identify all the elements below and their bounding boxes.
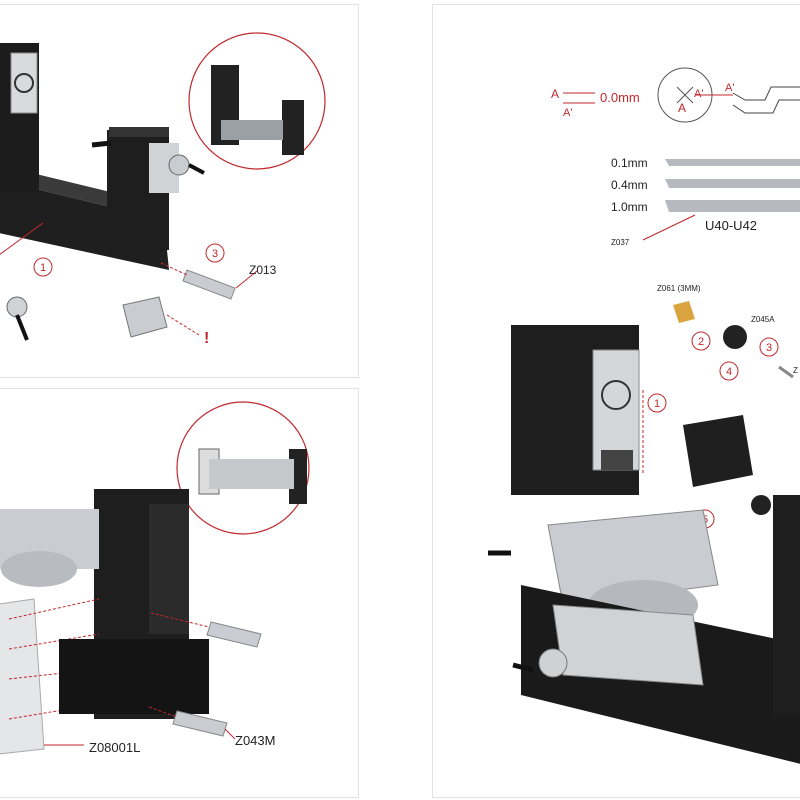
tool-post: [683, 415, 753, 487]
z013-leader: [235, 270, 258, 289]
detail-inset-circle: [188, 32, 326, 170]
callout-3-circle: [759, 337, 779, 357]
block-leader: [166, 314, 200, 336]
inset-table: [209, 459, 294, 489]
nut-label: Z045A: [751, 315, 775, 324]
a-label: A: [551, 87, 559, 101]
warning-mark: !: [204, 330, 209, 347]
block-part: [122, 296, 168, 338]
pin-z043m: [172, 710, 228, 737]
callout-1-leader: [0, 222, 44, 255]
tailstock-assembly-illustration: 1 3 Z013 !: [0, 32, 326, 347]
rotary-table: [1, 551, 77, 587]
shim-0-1mm: [665, 159, 800, 166]
lathe-bed: [59, 639, 209, 714]
part-label-z013: Z013: [249, 263, 277, 277]
collet-part: [673, 301, 695, 323]
tailstock-handwheel-icon: [168, 154, 190, 176]
inset-carriage: [221, 120, 283, 140]
callout-3-number: 3: [212, 248, 218, 260]
carriage: [552, 604, 704, 686]
assembly-panel-tailstock: 1 3 Z013 !: [0, 4, 359, 378]
column-side: [149, 504, 189, 634]
callout-1-circle: [33, 257, 53, 277]
tailstock-knob-icon: [751, 495, 771, 515]
offset-value: 0.0mm: [600, 90, 640, 105]
handle-bar: [15, 314, 29, 341]
pin-part-upper: [206, 621, 262, 648]
chuck-nut: [723, 325, 747, 349]
shim-label-1: 0.4mm: [611, 178, 648, 192]
shim-1-0mm: [665, 200, 800, 212]
shim-label-0: 0.1mm: [611, 156, 648, 170]
callout-2-number: 2: [698, 336, 704, 348]
profile-a-prime-label: A': [725, 82, 734, 94]
shim-part-label: U40-U42: [705, 218, 757, 233]
shim-0-4mm: [665, 179, 800, 188]
cut-profile: [732, 86, 800, 101]
callout-3-circle: [205, 243, 225, 263]
collet-label: Z061 (3MM): [657, 284, 701, 293]
inset-tailstock: [282, 100, 304, 155]
motor-vent-icon: [14, 73, 34, 93]
z037-leader: [642, 214, 696, 241]
lathe-assembly-illustration: A A' 0.0mm A A' A' 0.1mm 0.4mm 1.0mm U40…: [488, 67, 800, 764]
a-prime-label: A': [563, 107, 572, 119]
z037-label: Z037: [611, 238, 630, 247]
callout-2-circle: [691, 331, 711, 351]
handwheel-handle: [188, 163, 205, 175]
part-label-z043m: Z043M: [235, 733, 275, 748]
callout-4-circle: [719, 361, 739, 381]
spindle: [601, 450, 633, 470]
arrow-2: [8, 633, 100, 650]
assembly-panel-lathe: A A' 0.0mm A A' A' 0.1mm 0.4mm 1.0mm U40…: [432, 4, 800, 798]
base-plate: [0, 598, 45, 755]
handle-knob-icon: [6, 296, 28, 318]
baseplate-assembly-illustration: Z08001L Z043M: [0, 401, 310, 755]
z043m-leader: [224, 728, 236, 740]
arrow-1: [8, 598, 100, 620]
cut-profile-2: [732, 99, 800, 114]
circle-a-prime-label: A': [694, 88, 703, 100]
motor-vent-icon: [601, 380, 631, 410]
pin-z013: [182, 269, 236, 300]
handwheel-handle: [512, 662, 534, 673]
cut-label: Z: [793, 366, 798, 375]
tailstock-top: [109, 127, 169, 137]
callout-3-number: 3: [766, 342, 772, 354]
handwheel-icon: [538, 648, 568, 678]
callout-1-circle: [647, 393, 667, 413]
cross-slide: [547, 509, 719, 606]
assembly-panel-baseplate: Z08001L Z043M: [0, 388, 359, 798]
pin-part: [778, 365, 794, 379]
callout-4-number: 4: [726, 366, 732, 378]
tailstock-body: [773, 495, 800, 715]
callout-1-number: 1: [654, 398, 660, 410]
shim-label-2: 1.0mm: [611, 200, 648, 214]
center-mark-2: [676, 86, 694, 104]
tailstock-lock-lever: [91, 140, 112, 148]
callout-1-number: 1: [40, 262, 46, 274]
part-label-z08001l: Z08001L: [89, 740, 140, 755]
circle-a-label: A: [678, 101, 686, 115]
